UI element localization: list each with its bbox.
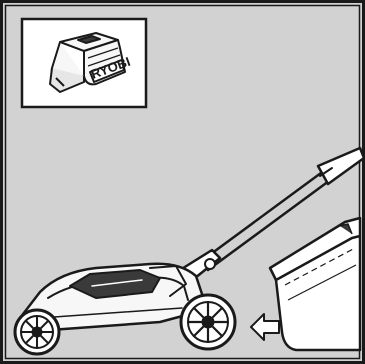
inset-panel: RYOBI <box>22 19 146 107</box>
front-wheel <box>15 310 59 354</box>
rear-wheel <box>181 295 235 349</box>
